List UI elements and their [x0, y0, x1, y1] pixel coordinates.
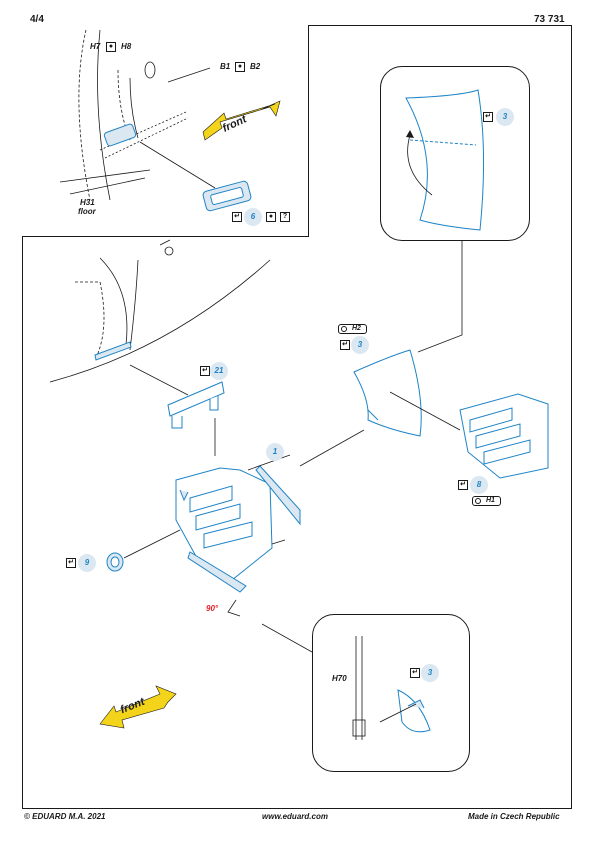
drill-icon: ●: [235, 62, 245, 72]
part-number-3-bottom: 3: [421, 664, 439, 682]
label-b1: B1: [220, 62, 231, 71]
bend-icon: ↵: [232, 212, 242, 222]
paint-tag-h2: H2: [338, 324, 367, 334]
angle-label: 90°: [206, 604, 219, 613]
label-h8: H8: [121, 42, 132, 51]
paint-tag-h1: H1: [472, 496, 501, 506]
label-floor: floor: [78, 207, 96, 216]
part-number-8: 8: [470, 476, 488, 494]
inset-part-bracket: [103, 123, 252, 212]
bend-icon: ↵: [458, 480, 468, 490]
footer-copyright: © EDUARD M.A. 2021: [24, 812, 106, 821]
h2-panel-part: [353, 349, 422, 437]
bend-icon: ↵: [410, 668, 420, 678]
small-stairs-part: [459, 393, 549, 479]
part-number-6: 6: [244, 208, 262, 226]
label-h70: H70: [332, 674, 347, 683]
bend-detail: [405, 89, 485, 231]
part-number-3-mid: 3: [351, 336, 369, 354]
hull-strip-part: [94, 341, 132, 361]
page-number: 4/4: [30, 14, 44, 25]
part-21-drawing: [167, 381, 225, 429]
part-number-9: 9: [78, 554, 96, 572]
drill-icon: ●: [266, 212, 276, 222]
detail-box-bottom-right: [312, 614, 470, 772]
question-icon: ?: [280, 212, 290, 222]
h70-detail: [352, 636, 366, 740]
inset-drawing: [59, 29, 216, 201]
bend-icon: ↵: [340, 340, 350, 350]
part-number-1: 1: [266, 443, 284, 461]
footer-origin: Made in Czech Republic: [468, 812, 560, 821]
hull-drawing: [49, 239, 271, 383]
front-arrow-top: [202, 100, 281, 141]
stairs-assembly: [175, 465, 301, 593]
h70-bracket-part: [397, 689, 431, 733]
label-h7: H7: [90, 42, 101, 51]
part-number-21: 21: [210, 362, 228, 380]
bend-icon: ↵: [483, 112, 493, 122]
inset-detail-box: [22, 25, 309, 237]
footer-website: www.eduard.com: [262, 812, 328, 821]
part-9-roller: [106, 552, 124, 572]
bend-arrow: [407, 134, 433, 196]
drill-icon: ●: [106, 42, 116, 52]
part-number-3-top: 3: [496, 108, 514, 126]
label-b2: B2: [250, 62, 261, 71]
label-h31: H31: [80, 198, 95, 207]
front-arrow-bottom: [99, 685, 177, 729]
bend-icon: ↵: [200, 366, 210, 376]
bend-icon: ↵: [66, 558, 76, 568]
kit-code: 73 731: [534, 14, 565, 25]
